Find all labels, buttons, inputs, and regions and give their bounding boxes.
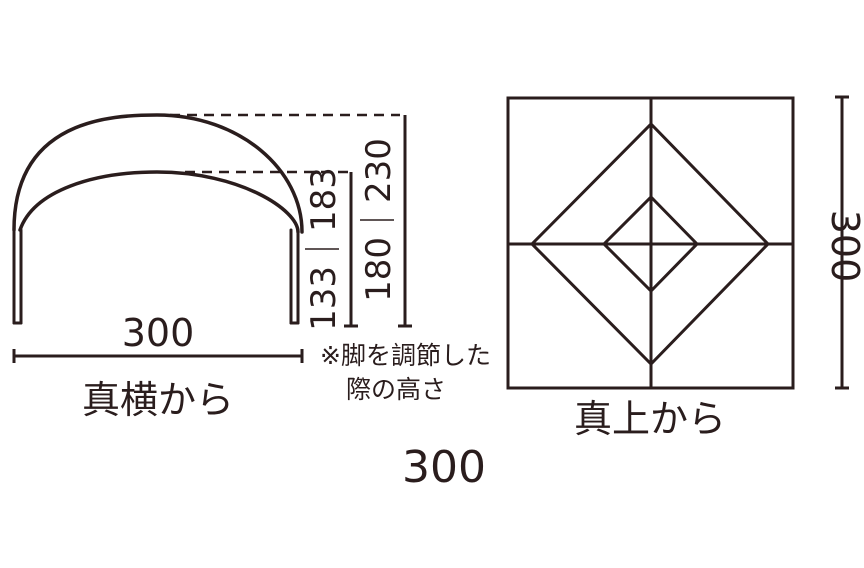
top-view-caption: 真上から <box>574 397 726 441</box>
top-depth-dimension <box>835 95 849 390</box>
side-view <box>12 113 304 325</box>
outer-arch <box>12 113 304 234</box>
right-leg <box>289 228 300 325</box>
side-width-label: 300 <box>122 311 195 355</box>
note-line1: ※脚を調節した <box>320 341 491 370</box>
side-view-caption: 真横から <box>82 378 234 422</box>
top-depth-label: 300 <box>823 210 864 283</box>
height-guides <box>170 113 400 174</box>
left-leg <box>12 228 23 325</box>
top-view <box>506 96 795 390</box>
note-line2: 際の高さ <box>346 375 446 404</box>
inner-arch <box>18 170 300 234</box>
height-label-tall: 180｜230 <box>359 138 399 302</box>
outer-diamond <box>529 121 771 367</box>
height-dimension-lines <box>344 115 412 328</box>
height-label-short: 133｜183 <box>304 167 344 331</box>
inner-diamond <box>601 194 700 294</box>
bottom-dimension-label: 300 <box>402 442 486 493</box>
side-width-dimension <box>12 349 304 363</box>
